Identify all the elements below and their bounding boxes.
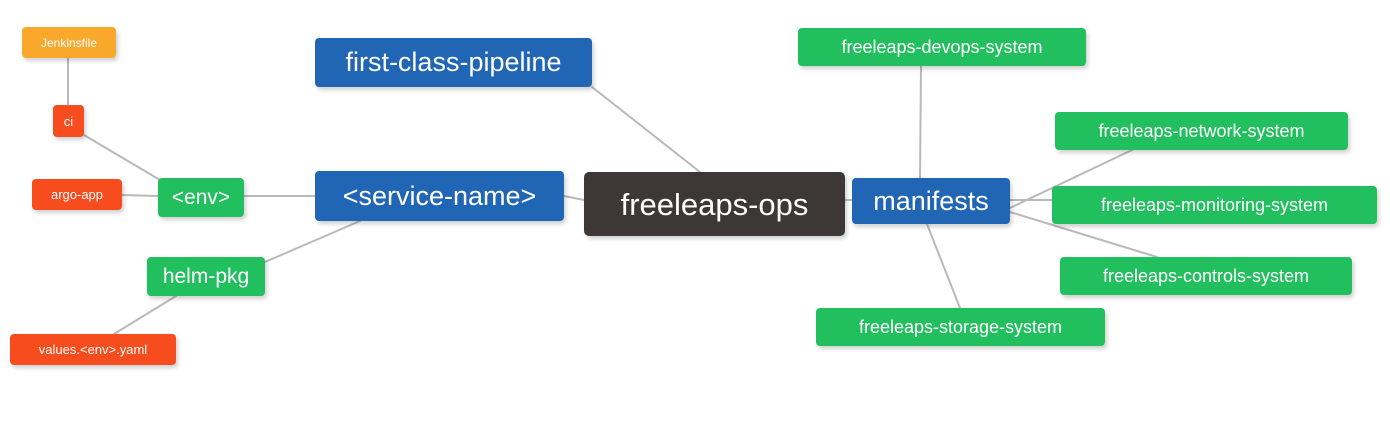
mindmap-node-freeleaps-controls-system[interactable]: freeleaps-controls-system [1060,257,1352,295]
node-label-freeleaps-network-system: freeleaps-network-system [1098,121,1305,141]
mindmap-node-freeleaps-monitoring-system[interactable]: freeleaps-monitoring-system [1052,186,1377,224]
node-label-freeleaps-controls-system: freeleaps-controls-system [1102,266,1310,286]
mindmap-node-values-env-yaml[interactable]: values.<env>.yaml [10,334,176,365]
mindmap-node-ci[interactable]: ci [53,105,84,137]
node-label-ci: ci [63,113,74,129]
mindmap-node-service-name[interactable]: <service-name> [315,171,564,221]
mindmap-node-freeleaps-ops[interactable]: freeleaps-ops [584,172,845,236]
node-label-manifests: manifests [873,185,989,216]
mindmap-node-jenkinsfile[interactable]: Jenkinsfile [22,27,116,58]
node-label-first-class-pipeline: first-class-pipeline [345,47,562,77]
node-label-service-name: <service-name> [342,180,537,211]
node-label-argo-app: argo-app [50,187,104,202]
node-label-helm-pkg: helm-pkg [162,265,250,288]
node-label-freeleaps-monitoring-system: freeleaps-monitoring-system [1100,195,1329,215]
edge-first-class-pipeline-to-freeleaps-ops [591,86,701,173]
edge-manifests-to-freeleaps-storage-system [926,223,961,309]
node-label-env: <env> [171,186,231,209]
edge-manifests-to-freeleaps-devops-system [919,65,922,179]
node-label-values-env-yaml: values.<env>.yaml [38,342,148,357]
edge-argo-app-to-env [121,194,159,197]
mindmap-node-freeleaps-devops-system[interactable]: freeleaps-devops-system [798,28,1086,66]
node-label-freeleaps-devops-system: freeleaps-devops-system [841,37,1043,57]
mindmap-node-first-class-pipeline[interactable]: first-class-pipeline [315,38,592,87]
mindmap-node-freeleaps-storage-system[interactable]: freeleaps-storage-system [816,308,1105,346]
edge-service-name-to-freeleaps-ops [563,195,585,201]
node-label-jenkinsfile: Jenkinsfile [40,35,98,50]
edge-values-env-yaml-to-helm-pkg [113,295,177,335]
mindmap-node-env[interactable]: <env> [158,178,244,217]
mindmap-node-manifests[interactable]: manifests [852,178,1010,224]
node-label-freeleaps-ops: freeleaps-ops [620,186,809,222]
mindmap-node-freeleaps-network-system[interactable]: freeleaps-network-system [1055,112,1348,150]
edge-helm-pkg-to-service-name [264,220,361,263]
mindmap-node-argo-app[interactable]: argo-app [32,179,122,210]
edge-ci-to-env [83,134,161,181]
mindmap-node-helm-pkg[interactable]: helm-pkg [147,257,265,296]
node-label-freeleaps-storage-system: freeleaps-storage-system [858,317,1063,337]
